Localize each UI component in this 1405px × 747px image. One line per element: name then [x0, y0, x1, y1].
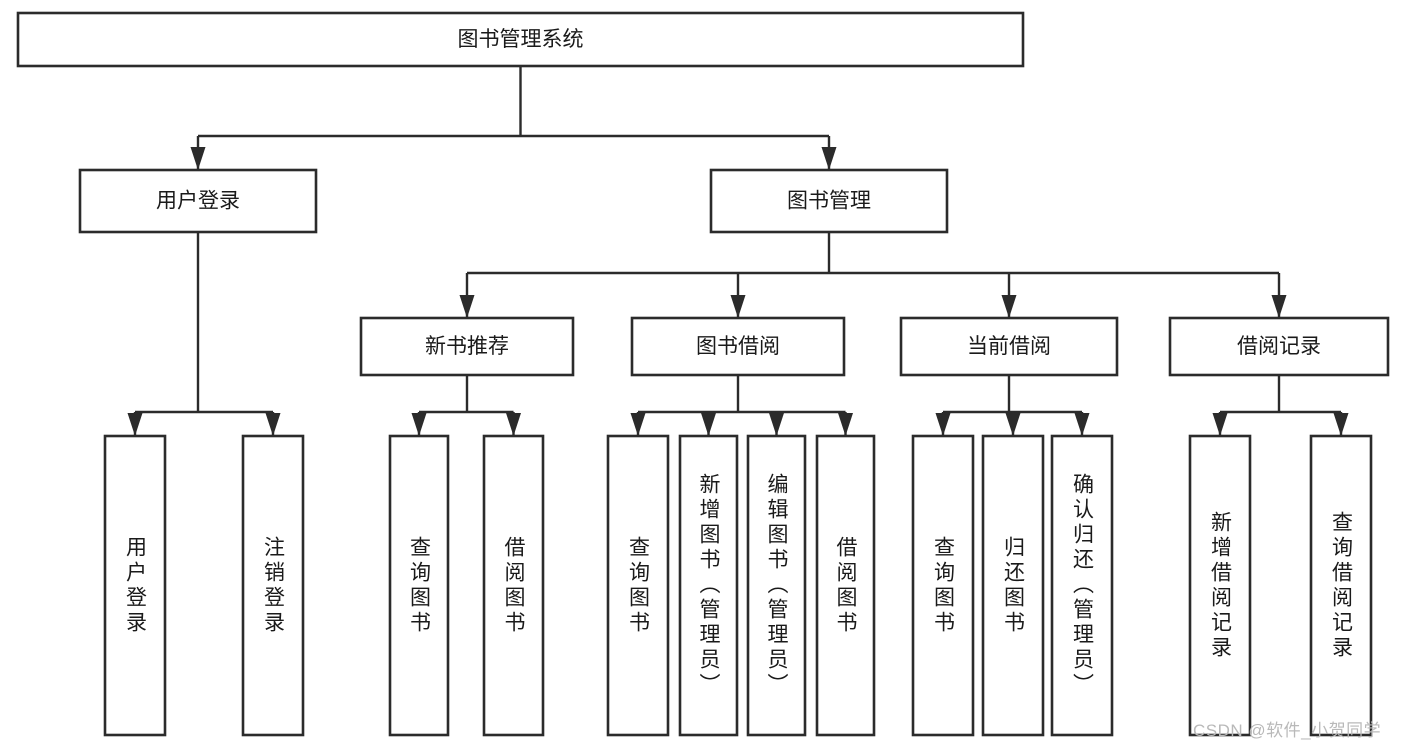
- connector-layer: [127, 66, 1349, 436]
- node-box-book-borrow[interactable]: [630, 316, 846, 377]
- arrow-head-user-login: [190, 147, 206, 170]
- node-box-leaf-query-book-borrow[interactable]: [606, 434, 670, 737]
- arrow-head-leaf-user-logout: [265, 413, 281, 436]
- arrow-head-leaf-edit-book: [769, 413, 784, 436]
- arrow-head-leaf-user-login: [127, 413, 143, 436]
- arrow-head-borrow-record: [1271, 295, 1287, 318]
- node-label-book-borrow: 图书借阅: [696, 335, 780, 358]
- arrow-head-current-borrow: [1001, 295, 1017, 318]
- node-label-user-login: 用户登录: [156, 190, 240, 213]
- arrow-head-book-borrow: [730, 295, 746, 318]
- node-box-leaf-query-record[interactable]: [1309, 434, 1373, 737]
- node-box-leaf-borrow-book-rec[interactable]: [482, 434, 545, 737]
- node-label-book-manage: 图书管理: [787, 190, 871, 213]
- arrow-head-leaf-borrow-book: [838, 413, 853, 436]
- watermark-text: CSDN @软件_小贺同学: [1193, 721, 1382, 740]
- arrow-head-leaf-add-book: [701, 413, 716, 436]
- arrow-head-book-manage: [821, 147, 837, 170]
- node-box-borrow-record[interactable]: [1168, 316, 1390, 377]
- node-box-leaf-return-book[interactable]: [981, 434, 1045, 737]
- arrow-head-leaf-query-record: [1333, 413, 1349, 436]
- node-label-current-borrow: 当前借阅: [967, 335, 1051, 358]
- arrow-head-leaf-query-book-rec: [411, 413, 427, 436]
- node-box-new-book-rec[interactable]: [359, 316, 575, 377]
- node-box-leaf-query-book-rec[interactable]: [388, 434, 450, 737]
- arrow-head-leaf-query-book-borrow: [630, 413, 646, 436]
- node-box-leaf-edit-book[interactable]: [746, 434, 807, 737]
- node-box-leaf-add-book[interactable]: [678, 434, 739, 737]
- arrow-head-leaf-add-record: [1212, 413, 1228, 436]
- node-box-leaf-user-logout[interactable]: [241, 434, 305, 737]
- node-box-current-borrow[interactable]: [899, 316, 1119, 377]
- node-label-borrow-record: 借阅记录: [1237, 335, 1321, 358]
- node-box-layer: [16, 11, 1390, 737]
- node-box-leaf-add-record[interactable]: [1188, 434, 1252, 737]
- node-box-leaf-confirm-return[interactable]: [1050, 434, 1114, 737]
- node-box-book-manage[interactable]: [709, 168, 949, 234]
- arrow-head-leaf-query-book-cur: [935, 413, 951, 436]
- node-box-root[interactable]: [16, 11, 1025, 68]
- node-box-user-login[interactable]: [78, 168, 318, 234]
- arrow-head-leaf-confirm-return: [1074, 413, 1090, 436]
- arrow-head-leaf-borrow-book-rec: [506, 413, 521, 436]
- node-box-leaf-borrow-book[interactable]: [815, 434, 876, 737]
- node-box-leaf-query-book-cur[interactable]: [911, 434, 975, 737]
- node-label-new-book-rec: 新书推荐: [425, 335, 509, 358]
- node-box-leaf-user-login[interactable]: [103, 434, 167, 737]
- node-label-root: 图书管理系统: [458, 28, 584, 51]
- arrow-head-leaf-return-book: [1005, 413, 1021, 436]
- arrow-head-new-book-rec: [459, 295, 475, 318]
